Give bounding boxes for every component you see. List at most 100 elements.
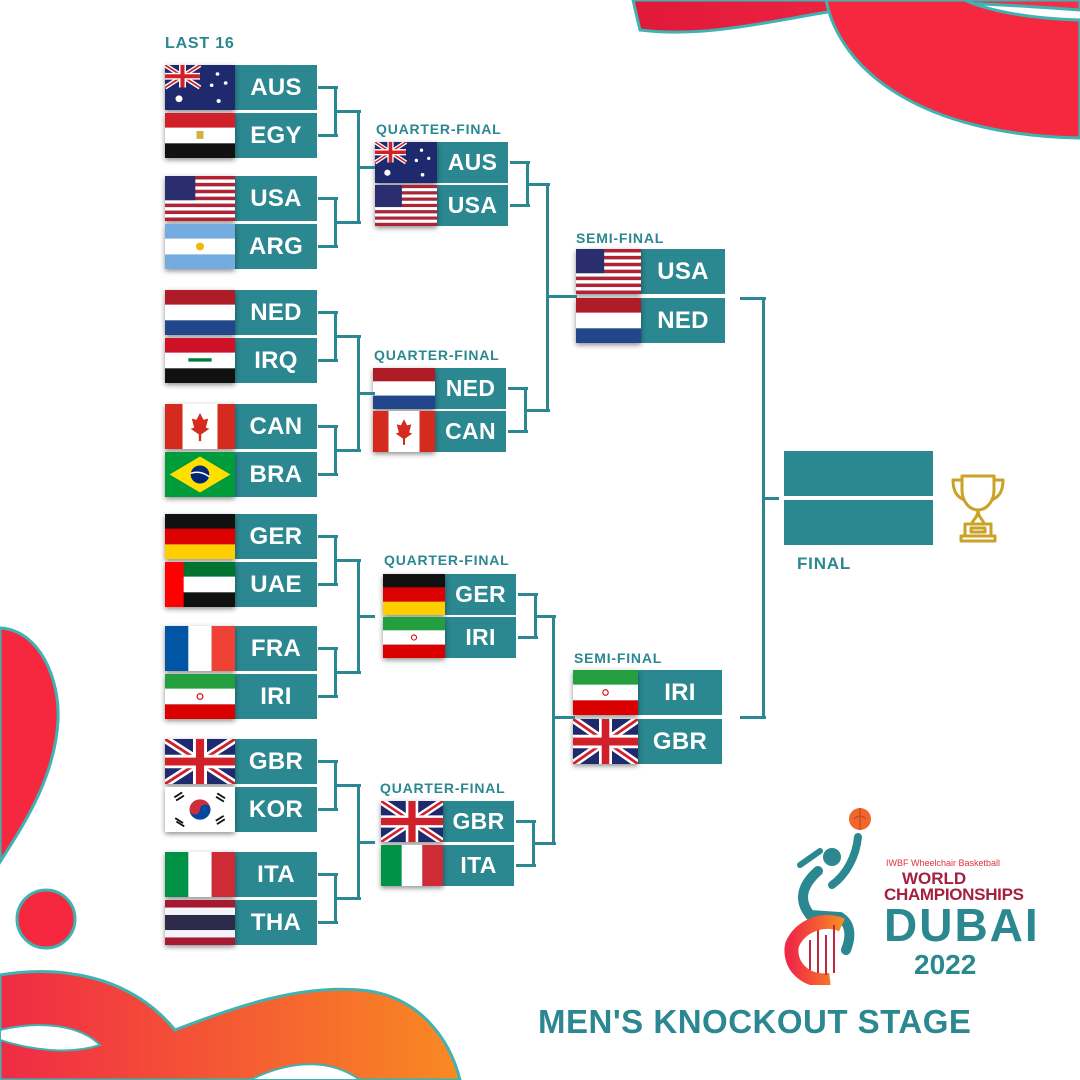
last16-team-egy: EGY	[165, 113, 317, 158]
quarterfinal-label-2: QUARTER-FINAL	[374, 347, 500, 363]
semifinal-team-ned: NED	[576, 298, 725, 343]
france-flag-icon	[165, 626, 235, 671]
semifinal-label-2: SEMI-FINAL	[574, 650, 663, 666]
uk-flag-icon	[381, 801, 443, 842]
logo-org: IWBF Wheelchair Basketball	[886, 858, 1001, 868]
quarterfinal-team-gbr: GBR	[381, 801, 514, 842]
last16-team-ger: GER	[165, 514, 317, 559]
last16-team-gbr: GBR	[165, 739, 317, 784]
germany-flag-icon	[383, 574, 445, 615]
wheelchair-player-icon	[784, 808, 871, 985]
quarterfinal-label-1: QUARTER-FINAL	[376, 121, 502, 137]
last16-team-uae: UAE	[165, 562, 317, 607]
semifinal-team-iri: IRI	[573, 670, 722, 715]
iraq-flag-icon	[165, 338, 235, 383]
canada-flag-icon	[373, 411, 435, 452]
team-code: GER	[455, 581, 506, 607]
last16-team-iri: IRI	[165, 674, 317, 719]
team-code: NED	[657, 306, 709, 334]
team-code: ITA	[257, 860, 295, 888]
quarterfinal-team-ned: NED	[373, 368, 506, 409]
quarterfinal-team-iri: IRI	[383, 617, 516, 658]
event-logo: IWBF Wheelchair Basketball WORLD CHAMPIO…	[780, 805, 1038, 985]
netherlands-flag-icon	[373, 368, 435, 409]
italy-flag-icon	[165, 852, 235, 897]
team-code: NED	[445, 375, 496, 401]
last16-team-fra: FRA	[165, 626, 317, 671]
team-code: UAE	[250, 570, 302, 598]
last16-team-irq: IRQ	[165, 338, 317, 383]
last16-team-ita: ITA	[165, 852, 317, 897]
team-code: USA	[657, 257, 709, 285]
semifinal-team-usa: USA	[576, 249, 725, 294]
team-code: GBR	[452, 808, 505, 834]
team-code: BRA	[249, 460, 303, 488]
last16-team-usa: USA	[165, 176, 317, 221]
semifinal-team-gbr: GBR	[573, 719, 722, 764]
italy-flag-icon	[381, 845, 443, 886]
australia-flag-icon	[375, 142, 437, 183]
team-code: ARG	[248, 232, 304, 260]
logo-city: DUBAI	[884, 899, 1040, 951]
logo-line1: WORLD	[902, 869, 967, 888]
team-code: IRI	[664, 678, 696, 706]
final-slot-1	[784, 451, 933, 496]
team-code: CAN	[249, 412, 303, 440]
last16-team-kor: KOR	[165, 787, 317, 832]
team-code: GER	[249, 522, 303, 550]
netherlands-flag-icon	[165, 290, 235, 335]
page-title: MEN'S KNOCKOUT STAGE	[538, 1003, 972, 1040]
last16-team-ned: NED	[165, 290, 317, 335]
iran-flag-icon	[383, 617, 445, 658]
final-label: FINAL	[797, 554, 852, 573]
team-code: CAN	[445, 418, 496, 444]
team-code: USA	[250, 184, 302, 212]
thailand-flag-icon	[165, 900, 235, 945]
egypt-flag-icon	[165, 113, 235, 158]
netherlands-flag-icon	[576, 298, 641, 343]
usa-flag-icon	[165, 176, 235, 221]
quarterfinal-team-aus: AUS	[375, 142, 508, 183]
team-code: USA	[447, 192, 498, 218]
quarterfinal-team-ita: ITA	[381, 845, 514, 886]
uk-flag-icon	[165, 739, 235, 784]
team-code: NED	[250, 298, 302, 326]
team-code: EGY	[250, 121, 302, 149]
last16-team-aus: AUS	[165, 65, 317, 110]
team-code: THA	[250, 908, 302, 936]
quarterfinal-team-usa: USA	[375, 185, 508, 226]
team-code: ITA	[460, 852, 497, 878]
last16-label: LAST 16	[165, 35, 235, 52]
usa-flag-icon	[576, 249, 641, 294]
last16-team-can: CAN	[165, 404, 317, 449]
quarterfinal-label-3: QUARTER-FINAL	[384, 552, 510, 568]
last16-team-tha: THA	[165, 900, 317, 945]
team-code: FRA	[250, 634, 302, 662]
argentina-flag-icon	[165, 224, 235, 269]
semifinal-label-1: SEMI-FINAL	[576, 230, 665, 246]
team-code: IRQ	[254, 346, 298, 374]
last16-team-arg: ARG	[165, 224, 317, 269]
iran-flag-icon	[165, 674, 235, 719]
logo-line2: CHAMPIONSHIPS	[884, 885, 1024, 904]
team-code: GBR	[248, 747, 304, 775]
germany-flag-icon	[165, 514, 235, 559]
iran-flag-icon	[573, 670, 638, 715]
team-code: KOR	[248, 795, 304, 823]
quarterfinal-label-4: QUARTER-FINAL	[380, 780, 506, 796]
final-slot-2	[784, 500, 933, 545]
australia-flag-icon	[165, 65, 235, 110]
korea-flag-icon	[165, 787, 235, 832]
team-code: AUS	[447, 149, 498, 175]
quarterfinal-team-can: CAN	[373, 411, 506, 452]
quarterfinal-team-ger: GER	[383, 574, 516, 615]
last16-team-bra: BRA	[165, 452, 317, 497]
canada-flag-icon	[165, 404, 235, 449]
team-code: IRI	[260, 682, 292, 710]
team-code: GBR	[652, 727, 708, 755]
uk-flag-icon	[573, 719, 638, 764]
brazil-flag-icon	[165, 452, 235, 497]
trophy-icon	[951, 474, 1005, 543]
logo-year: 2022	[914, 949, 977, 980]
team-code: AUS	[250, 73, 302, 101]
